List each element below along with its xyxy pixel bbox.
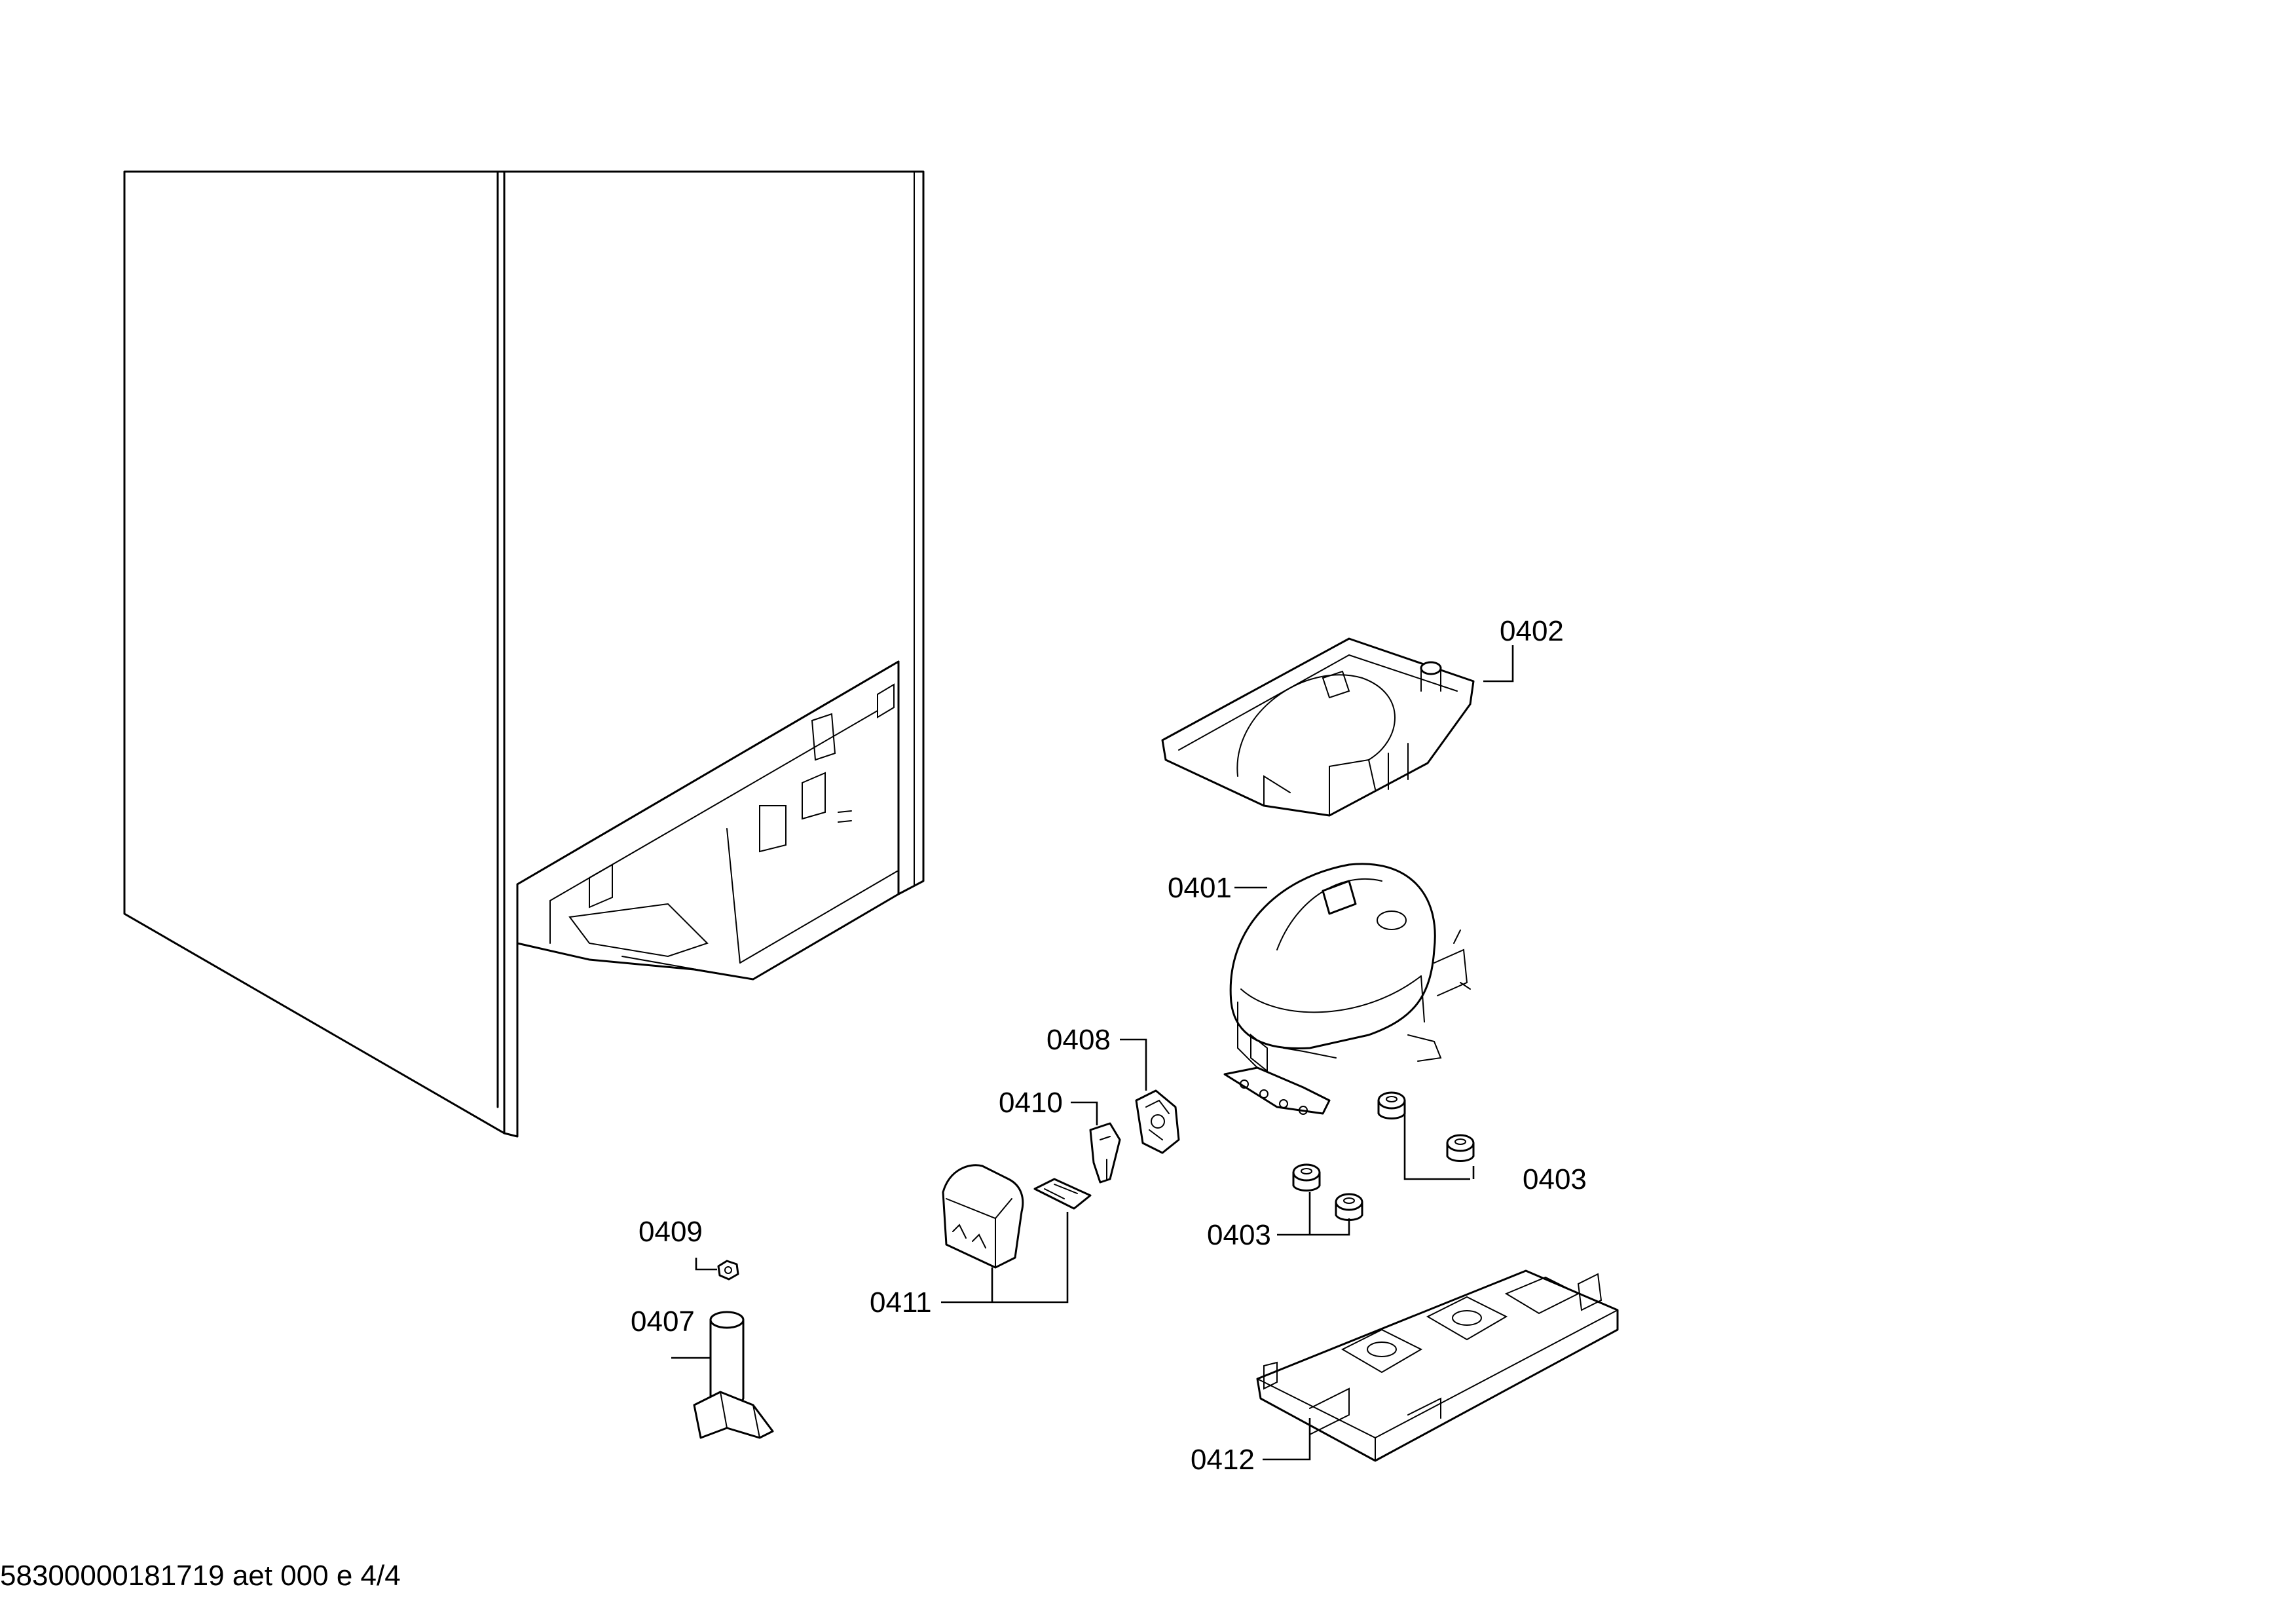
callout-labels: 0402 0401 0408 0410 0403 0403 0409 0411 … <box>631 615 1587 1476</box>
callout-0412: 0412 <box>1191 1444 1255 1476</box>
callout-0402: 0402 <box>1500 615 1564 647</box>
leader-lines <box>671 645 1514 1461</box>
callout-0403-left: 0403 <box>1207 1219 1271 1251</box>
part-0408-relay <box>1135 1089 1180 1154</box>
part-0410-overload <box>1089 1122 1121 1184</box>
callout-0407: 0407 <box>631 1305 695 1338</box>
grommet-2 <box>1446 1134 1475 1162</box>
callout-0401: 0401 <box>1168 872 1232 904</box>
grommet-4 <box>1335 1193 1363 1221</box>
part-0402-compressor-tray <box>1161 637 1475 817</box>
callout-0409: 0409 <box>639 1216 703 1248</box>
refrigerator-cabinet <box>123 170 925 1138</box>
callout-0411: 0411 <box>870 1286 932 1319</box>
callout-0408: 0408 <box>1046 1024 1111 1056</box>
part-0409-nut <box>717 1260 739 1281</box>
part-0411-terminal-cover <box>942 1164 1024 1269</box>
part-0403-grommets <box>1292 1091 1475 1221</box>
part-0401-compressor <box>1223 863 1471 1115</box>
document-id-footer: 58300000181719 aet 000 e 4/4 <box>0 1560 401 1592</box>
callout-0403-right: 0403 <box>1523 1163 1587 1195</box>
grommet-1 <box>1377 1091 1406 1119</box>
part-0412-base-plate <box>1256 1269 1619 1462</box>
part-0411-clip <box>1033 1178 1092 1210</box>
callout-0410: 0410 <box>999 1087 1063 1119</box>
grommet-3 <box>1292 1163 1321 1192</box>
part-0407-drain-tube <box>693 1311 774 1439</box>
